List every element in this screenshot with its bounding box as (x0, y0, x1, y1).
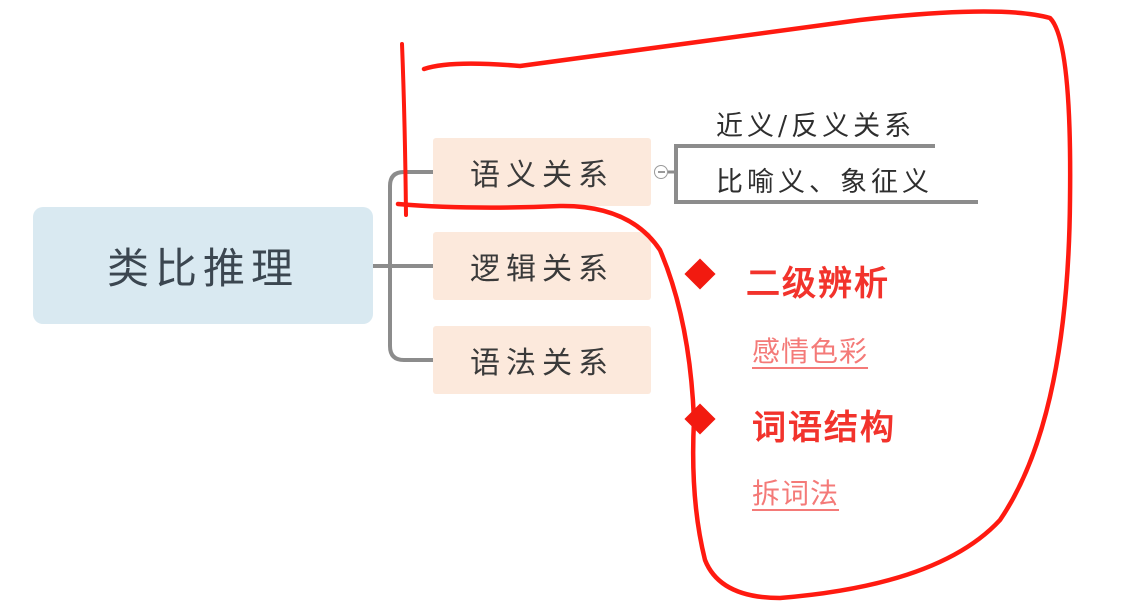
red-diamond-marker-icon (684, 403, 716, 435)
annotation-title-secondary-analysis: 二级辨析 (746, 264, 890, 304)
branch-node-logical-relation[interactable]: 逻辑关系 (433, 232, 651, 300)
branch-node-semantic-relation[interactable]: 语义关系 (433, 138, 651, 206)
branch-label: 语义关系 (470, 158, 614, 193)
root-node-label: 类比推理 (106, 244, 299, 293)
collapse-toggle-icon[interactable] (654, 165, 668, 179)
annotation-link-word-splitting[interactable]: 拆词法 (752, 477, 840, 510)
leaf-node-synonym-antonym[interactable]: 近义/反义关系 (716, 111, 916, 142)
branch-node-grammar-relation[interactable]: 语法关系 (433, 326, 651, 394)
root-node-analogy-reasoning[interactable]: 类比推理 (33, 207, 373, 324)
branch-label: 语法关系 (470, 346, 614, 381)
annotation-title-word-structure: 词语结构 (752, 408, 896, 448)
red-diamond-marker-icon (684, 258, 716, 290)
branch-label: 逻辑关系 (470, 252, 614, 287)
annotation-link-emotional-color[interactable]: 感情色彩 (752, 335, 869, 368)
leaf-node-metaphor-symbol[interactable]: 比喻义、象征义 (716, 167, 933, 198)
